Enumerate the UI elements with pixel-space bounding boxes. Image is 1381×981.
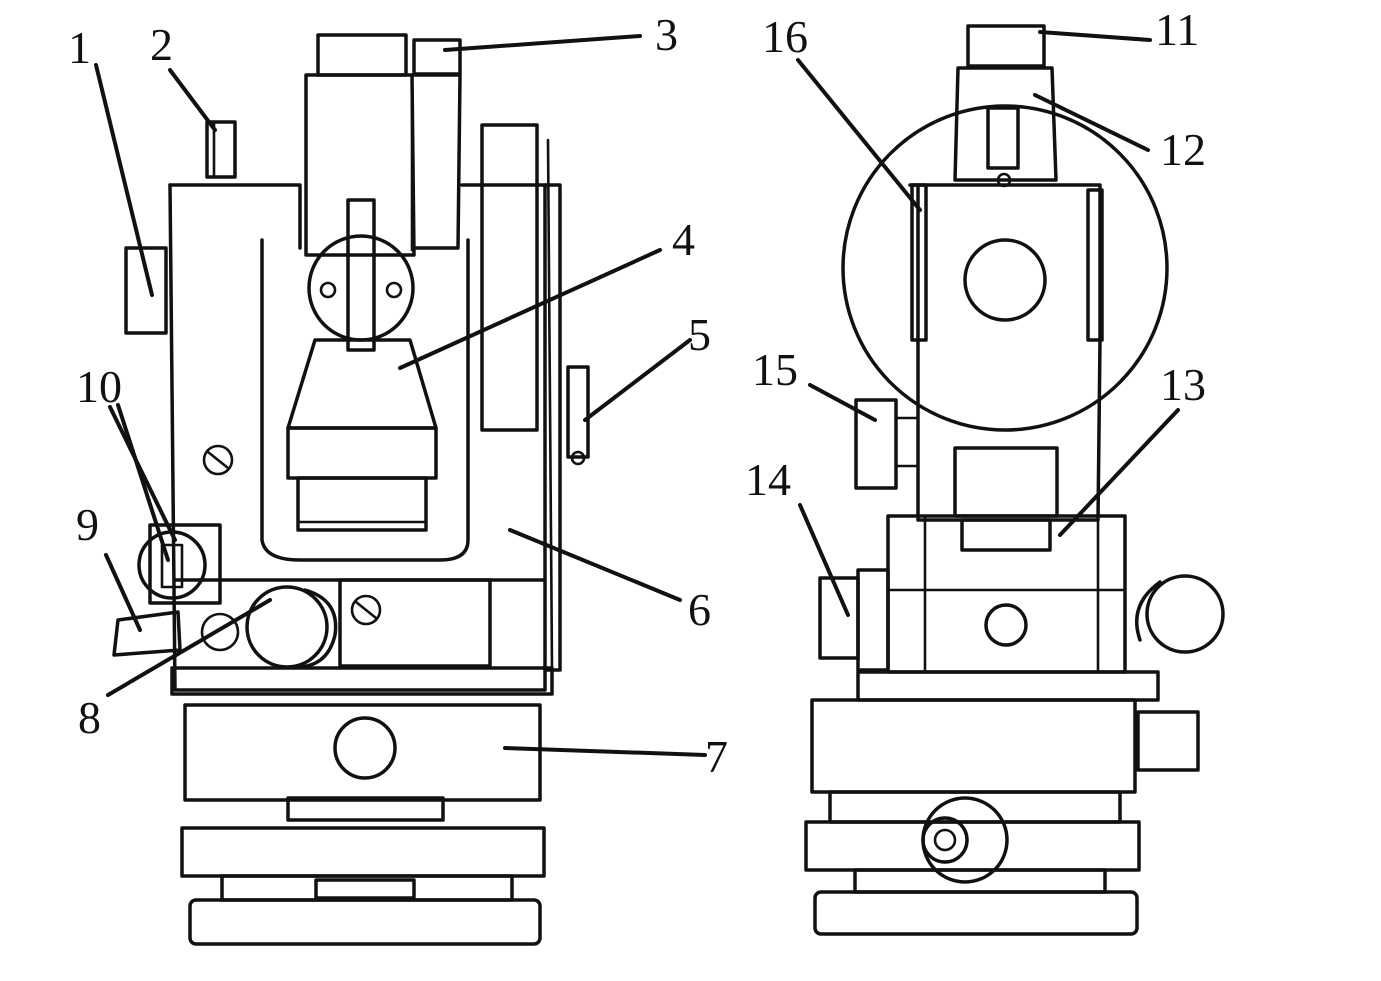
- label-3: 3: [655, 9, 678, 60]
- label-10: 10: [76, 361, 122, 412]
- label-14: 14: [745, 454, 791, 505]
- label-6: 6: [688, 584, 711, 635]
- label-16: 16: [762, 11, 808, 62]
- left-view-instrument: [112, 33, 590, 946]
- label-11: 11: [1155, 4, 1199, 55]
- label-4: 4: [672, 214, 695, 265]
- label-7: 7: [705, 731, 728, 782]
- right-view-leaders: [796, 30, 1180, 617]
- labels-left: 1 2 3 4 5 6 7 8 9 10: [68, 9, 728, 782]
- label-15: 15: [752, 344, 798, 395]
- label-12: 12: [1160, 124, 1206, 175]
- labels-right: 11 12 13 14 15 16: [745, 4, 1206, 505]
- label-1: 1: [68, 22, 91, 73]
- label-9: 9: [76, 499, 99, 550]
- right-view-instrument: [804, 24, 1225, 936]
- label-13: 13: [1160, 359, 1206, 410]
- label-2: 2: [150, 19, 173, 70]
- label-8: 8: [78, 692, 101, 743]
- label-5: 5: [688, 309, 711, 360]
- left-view-leaders: [94, 34, 707, 757]
